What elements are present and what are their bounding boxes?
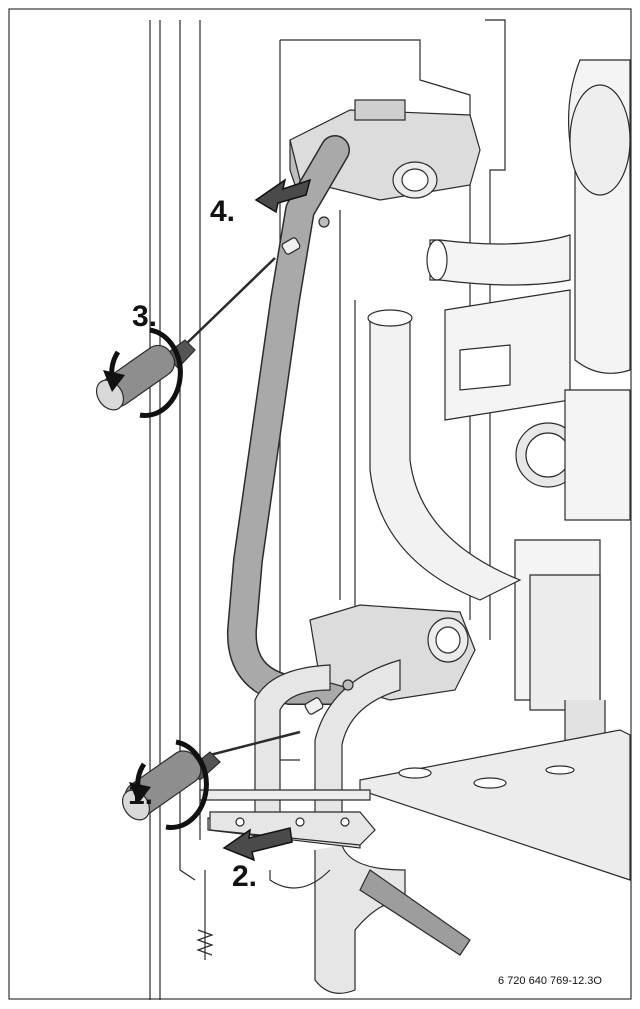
step-label-3: 3.	[132, 300, 158, 333]
pull-arrow-lower	[222, 827, 293, 862]
bottom-frame	[199, 729, 631, 956]
vertical-inner-pipe	[367, 309, 522, 601]
rotation-arrowhead-lower	[129, 782, 151, 804]
upper-valve-block	[289, 99, 481, 201]
screwdriver-upper	[95, 257, 276, 411]
spring-clip	[196, 870, 214, 960]
pull-arrow-upper	[254, 178, 312, 214]
lower-valve-block	[309, 604, 476, 701]
rotation-arrowhead-upper	[103, 370, 125, 392]
right-components	[426, 59, 631, 784]
step-label-4: 4.	[210, 195, 236, 228]
screws	[281, 216, 354, 715]
figure-code: 6 720 640 769-12.3O	[498, 975, 602, 987]
clamp-plate	[209, 811, 376, 846]
figure-border	[8, 8, 632, 1000]
step-label-2: 2.	[232, 860, 258, 893]
step-label-1: 1.	[128, 778, 154, 811]
